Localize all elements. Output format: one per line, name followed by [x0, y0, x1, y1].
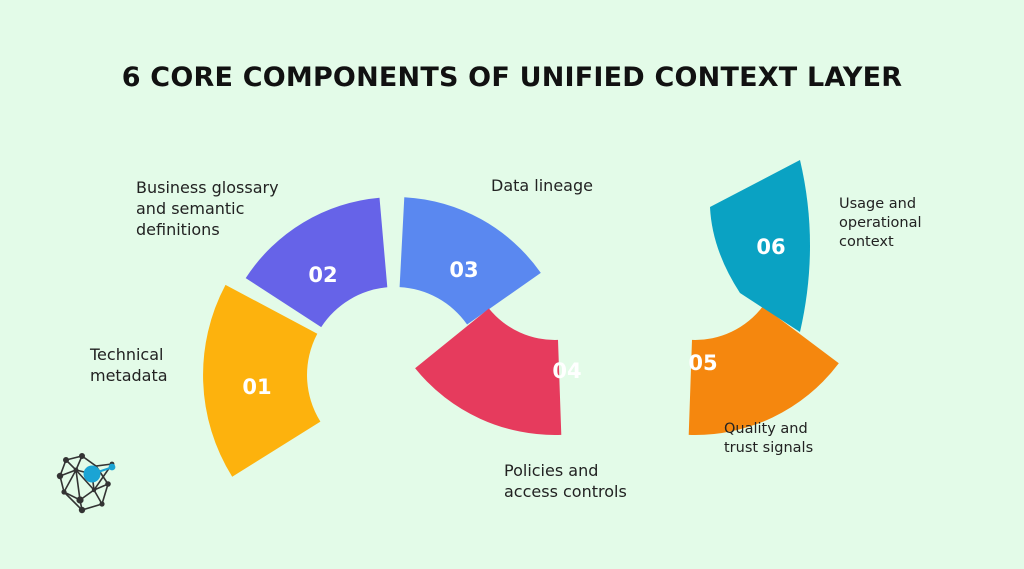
label-business-glossary: Business glossary and semantic definitio… — [136, 178, 279, 239]
label-data-lineage: Data lineage — [491, 176, 593, 195]
label-technical-metadata: Technical metadata — [90, 345, 168, 385]
label-usage-operational-context: Usage and operational context — [839, 196, 922, 250]
label-policies-access-controls: Policies and access controls — [504, 461, 627, 501]
segment-01 — [203, 284, 321, 477]
segment-06 — [710, 160, 810, 332]
segment-number-03: 03 — [449, 258, 478, 282]
segment-number-01: 01 — [242, 375, 271, 399]
page-title: 6 CORE COMPONENTS OF UNIFIED CONTEXT LAY… — [121, 62, 903, 93]
label-quality-trust-signals: Quality and trust signals — [724, 421, 814, 456]
segment-number-05: 05 — [688, 351, 717, 375]
network-nodes-icon — [56, 453, 116, 514]
segment-05 — [688, 306, 839, 436]
segment-02 — [245, 197, 388, 328]
segment-number-04: 04 — [552, 359, 581, 383]
segment-number-06: 06 — [756, 235, 785, 259]
segment-number-02: 02 — [308, 263, 337, 287]
segment-03 — [399, 197, 541, 325]
segment-04 — [415, 308, 562, 436]
